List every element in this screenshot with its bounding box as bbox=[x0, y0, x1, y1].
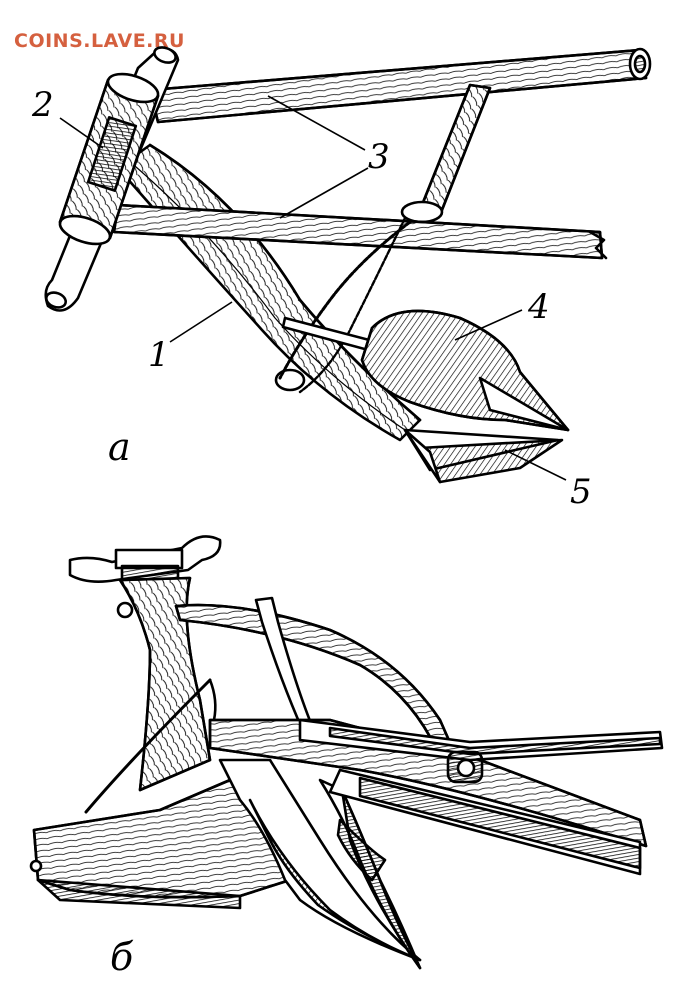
handle-crossbar bbox=[44, 46, 180, 312]
callout-2: 2 bbox=[32, 85, 54, 125]
figure-a-plough bbox=[44, 46, 652, 484]
mouldboard-blade bbox=[218, 758, 422, 962]
lower-shaft bbox=[112, 203, 608, 260]
panel-label-b: б bbox=[110, 935, 134, 979]
tie-pole bbox=[298, 718, 664, 762]
top-handle bbox=[68, 535, 222, 583]
binding-knot bbox=[446, 750, 484, 784]
callout-leaders bbox=[59, 95, 567, 481]
callout-3: 3 bbox=[368, 137, 390, 177]
figure-b-plough bbox=[29, 535, 664, 970]
callout-1: 1 bbox=[148, 335, 170, 375]
callout-4: 4 bbox=[528, 287, 550, 327]
rope-brace bbox=[278, 220, 412, 380]
long-beam bbox=[208, 718, 648, 876]
panel-label-a: а bbox=[108, 425, 131, 469]
conical-share bbox=[360, 309, 570, 432]
strut-wire bbox=[84, 678, 212, 814]
cross-post bbox=[400, 83, 492, 224]
upper-shaft bbox=[148, 47, 652, 124]
sole-block bbox=[29, 778, 302, 910]
share-blade bbox=[318, 778, 422, 970]
callout-5: 5 bbox=[570, 472, 592, 512]
curved-beam bbox=[116, 143, 422, 442]
blade-tip bbox=[403, 428, 564, 484]
watermark: COINS.LAVE.RU bbox=[14, 30, 185, 52]
